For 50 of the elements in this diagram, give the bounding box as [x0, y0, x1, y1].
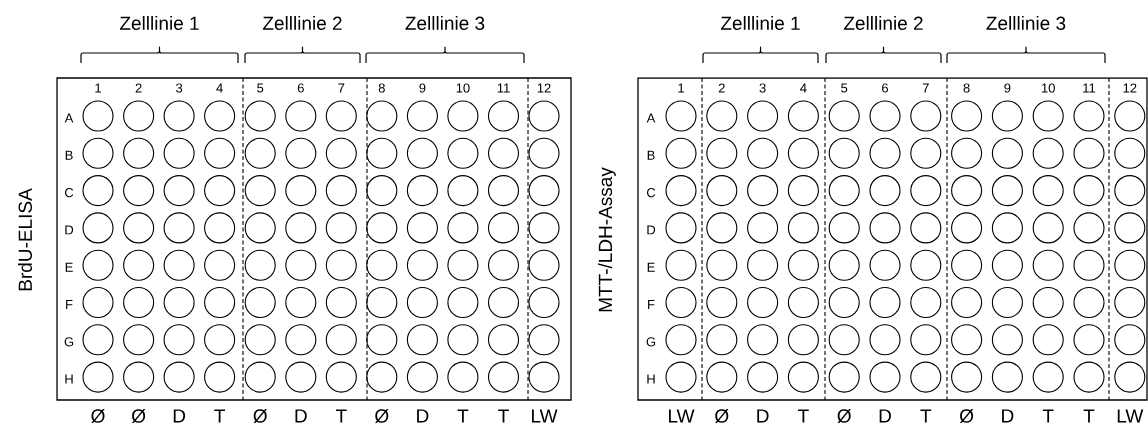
row-letter: A [64, 113, 74, 123]
column-number: 1 [678, 83, 684, 93]
column-number: 4 [216, 83, 223, 93]
column-number: 12 [1123, 83, 1137, 93]
column-number: 2 [718, 83, 725, 93]
column-number: 7 [922, 83, 929, 93]
row-letter: F [66, 300, 73, 309]
column-number: 10 [456, 83, 470, 93]
plate-outline [637, 77, 1148, 401]
plate-outline [56, 77, 572, 401]
column-number: 3 [759, 83, 766, 93]
column-number: 5 [257, 83, 264, 93]
column-number: 9 [1004, 83, 1011, 93]
column-number: 8 [378, 83, 385, 93]
row-letter: F [648, 300, 655, 309]
column-number: 6 [297, 83, 304, 93]
column-number: 9 [419, 83, 426, 93]
column-number: 10 [1041, 83, 1055, 93]
row-letter: B [647, 150, 655, 160]
column-number: 6 [882, 83, 889, 93]
row-letter: A [646, 113, 656, 123]
group-label: Zelllinie 1 [720, 16, 800, 30]
row-letter: H [647, 374, 655, 384]
plate-title: MTT-/LDH-Assay [598, 167, 616, 312]
column-number: 11 [1083, 83, 1096, 93]
row-letter: D [647, 225, 656, 235]
column-number: 5 [841, 83, 848, 93]
column-number: 7 [338, 83, 345, 93]
row-letter: C [646, 188, 656, 198]
column-number: 3 [176, 83, 183, 93]
row-letter: E [65, 262, 73, 272]
row-letter: E [647, 262, 655, 272]
group-label: Zelllinie 1 [120, 16, 199, 30]
column-number: 4 [800, 83, 807, 93]
row-letter: G [64, 337, 74, 347]
row-letter: B [65, 150, 73, 160]
row-letter: D [65, 225, 74, 235]
row-letter: G [646, 337, 656, 347]
column-number: 12 [537, 83, 551, 93]
row-letter: C [65, 188, 74, 198]
group-label: Zelllinie 3 [986, 16, 1066, 30]
group-label: Zelllinie 2 [263, 16, 342, 30]
group-label: Zelllinie 2 [843, 16, 923, 30]
plate-title: BrdU-ELISA [18, 188, 32, 291]
row-letter: H [65, 374, 73, 384]
column-number: 11 [497, 83, 510, 93]
column-number: 2 [135, 83, 142, 93]
column-number: 8 [963, 83, 970, 93]
column-number: 1 [95, 83, 101, 93]
group-label: Zelllinie 3 [405, 16, 485, 30]
